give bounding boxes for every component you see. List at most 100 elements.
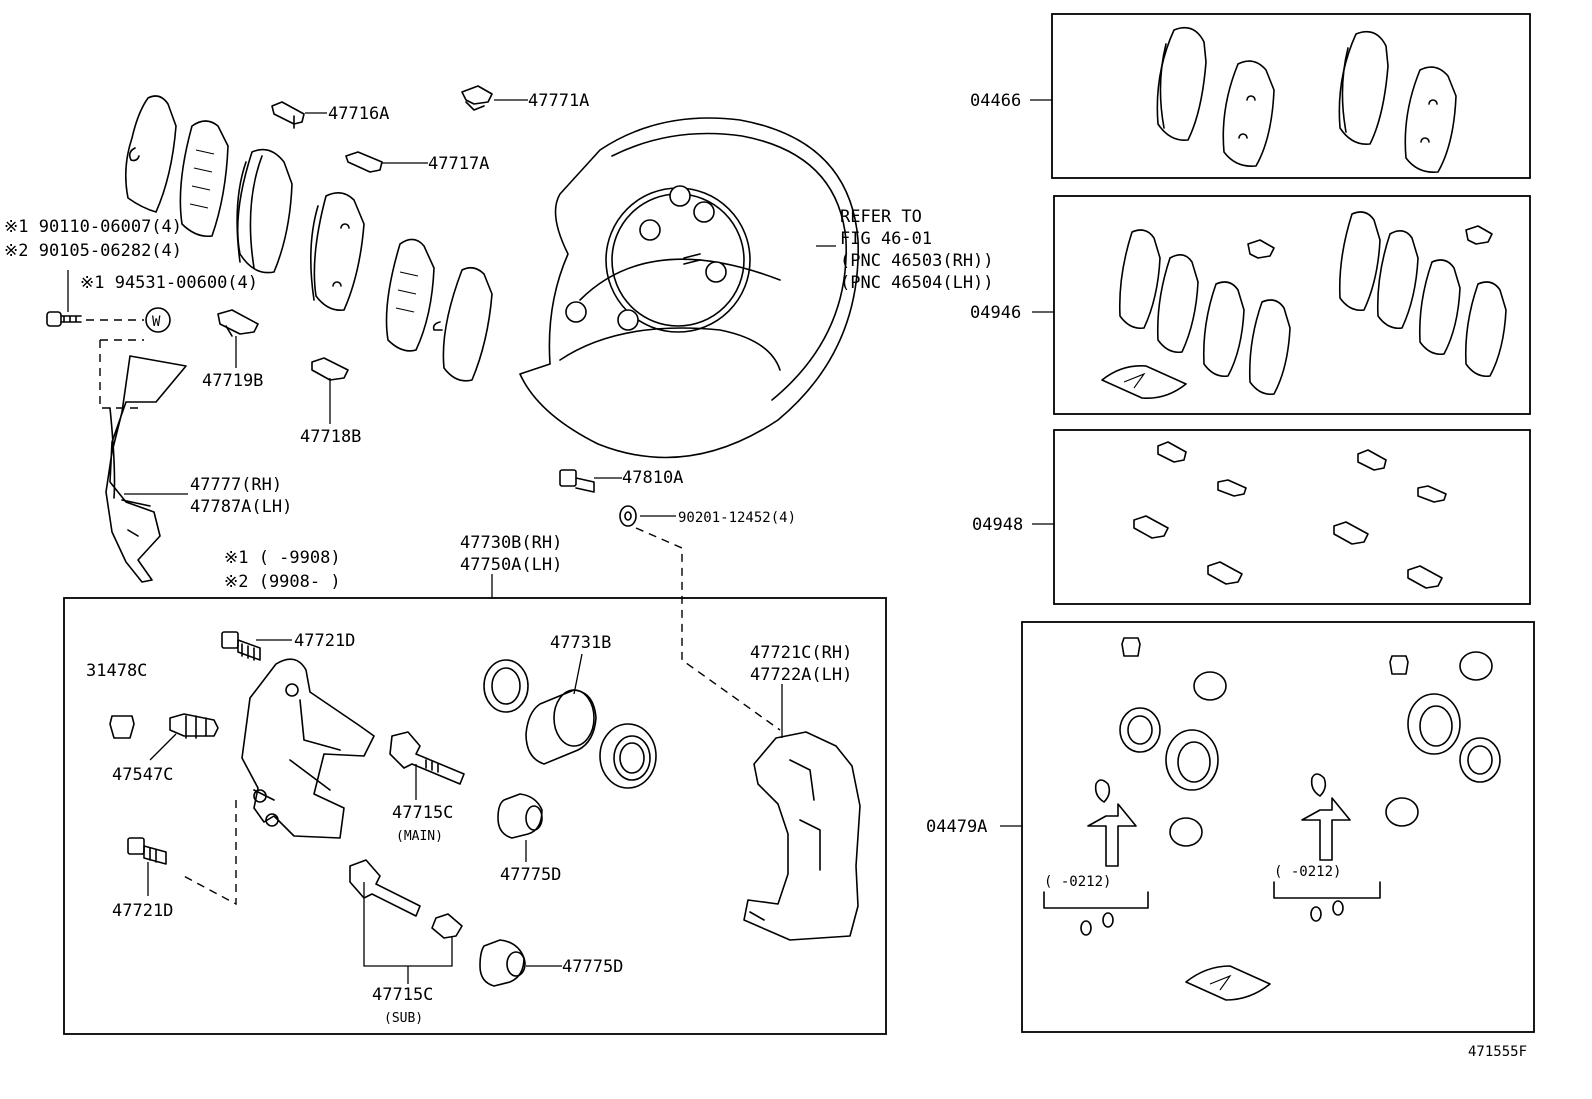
kit-04479A[interactable]: 04479A — [926, 817, 987, 837]
part-47810A[interactable]: 47810A — [622, 468, 683, 488]
refer-fig-46-01[interactable]: REFER TO FIG 46-01 (PNC 46503(RH)) (PNC … — [840, 207, 994, 293]
clip-47771A-illustration — [461, 85, 493, 111]
piston-seal-47731B-illustration — [483, 659, 529, 713]
part-47721C[interactable]: 47721C(RH) 47722A(LH) — [750, 643, 852, 685]
part-47731B-label: 47731B — [550, 633, 611, 653]
caliper-body-illustration — [241, 658, 375, 839]
bushing-47775D-b-illustration — [479, 939, 526, 987]
note-94531-text: ※1 94531-00600(4) — [80, 273, 258, 293]
part-47775D-a[interactable]: 47775D — [500, 865, 561, 885]
part-31478C[interactable]: 31478C — [86, 661, 147, 681]
part-47721D-bottom-label: 47721D — [112, 901, 173, 921]
part-47547C-label: 47547C — [112, 765, 173, 785]
note-90110-text: ※1 90110-06007(4) — [4, 217, 182, 237]
kit-04948-clips-illustration — [1133, 441, 1447, 589]
part-90201-label: 90201-12452(4) — [678, 510, 796, 526]
part-47787A-label: 47787A(LH) — [190, 497, 292, 517]
part-47718B[interactable]: 47718B — [300, 427, 361, 447]
kit-04466-box — [1051, 13, 1531, 179]
part-47730B[interactable]: 47730B(RH) 47750A(LH) — [460, 533, 562, 575]
part-47716A-label: 47716A — [328, 104, 389, 124]
part-47715C-sub-label: 47715C — [372, 985, 433, 1005]
kit-04946-label: 04946 — [970, 303, 1021, 323]
part-47715C-sub-note: (SUB) — [384, 1011, 423, 1026]
part-47721D-top[interactable]: 47721D — [294, 631, 355, 651]
note-90105-text: ※2 90105-06282(4) — [4, 241, 182, 261]
part-47810A-label: 47810A — [622, 468, 683, 488]
range-note-2: ※2 (9908- ) — [224, 572, 341, 592]
clip-47716A-illustration — [271, 101, 305, 129]
guide-pin-sub-47715C-illustration — [349, 859, 463, 939]
refer-line1: REFER TO — [840, 207, 922, 227]
kit-04479A-label: 04479A — [926, 817, 987, 837]
part-47547C[interactable]: 47547C — [112, 765, 173, 785]
part-31478C-label: 31478C — [86, 661, 147, 681]
part-47715C-main[interactable]: 47715C (MAIN) — [392, 803, 453, 844]
kit-04479A-seals-illustration — [1043, 637, 1501, 1001]
part-47721C-label: 47721C(RH) — [750, 643, 852, 663]
kit-04948-box — [1053, 429, 1531, 605]
part-47775D-b-label: 47775D — [562, 957, 623, 977]
guide-pin-main-47715C-illustration — [389, 731, 465, 785]
part-47721D-bottom[interactable]: 47721D — [112, 901, 173, 921]
part-47771A-label: 47771A — [528, 91, 589, 111]
part-47750A-label: 47750A(LH) — [460, 555, 562, 575]
kit-04466-label: 04466 — [970, 91, 1021, 111]
part-47775D-b[interactable]: 47775D — [562, 957, 623, 977]
brake-pad-set-illustration — [124, 95, 493, 382]
kit-04466-pads-illustration — [1156, 26, 1457, 174]
kit-04946-box — [1053, 195, 1531, 415]
part-47722A-label: 47722A(LH) — [750, 665, 852, 685]
caliper-assembly-box — [63, 597, 887, 1035]
kit-04948-label: 04948 — [972, 515, 1023, 535]
kit-range-a: ( -0212) — [1044, 874, 1111, 890]
kit-04479A-box — [1021, 621, 1535, 1033]
part-47715C-main-label: 47715C — [392, 803, 453, 823]
part-47721D-top-label: 47721D — [294, 631, 355, 651]
part-47719B-label: 47719B — [202, 371, 263, 391]
bolt-47721D-top-illustration — [221, 631, 261, 661]
part-47715C-sub[interactable]: 47715C (SUB) — [372, 985, 433, 1026]
bolt-with-washer-illustration — [46, 270, 171, 333]
part-47730B-label: 47730B(RH) — [460, 533, 562, 553]
part-47775D-a-label: 47775D — [500, 865, 561, 885]
piston-illustration — [525, 689, 597, 765]
part-47717A-label: 47717A — [428, 154, 489, 174]
caliper-support-illustration — [743, 731, 861, 941]
bleeder-plug-47810A-illustration — [559, 469, 595, 493]
refer-line3: (PNC 46503(RH)) — [840, 251, 994, 271]
note-94531[interactable]: ※1 94531-00600(4) — [80, 273, 258, 293]
bolt-47721D-bottom-illustration — [127, 837, 167, 865]
range-note-1: ※1 ( -9908) — [224, 548, 341, 568]
kit-04946[interactable]: 04946 — [970, 303, 1021, 323]
part-47718B-label: 47718B — [300, 427, 361, 447]
kit-04948[interactable]: 04948 — [972, 515, 1023, 535]
part-90201-12452[interactable]: 90201-12452(4) — [678, 510, 796, 526]
disc-brake-dust-cover-illustration — [519, 117, 859, 459]
bleeder-47547C-illustration — [169, 713, 219, 739]
kit-04946-pads-illustration — [1101, 211, 1507, 400]
caliper-cover-47777-illustration — [99, 339, 187, 583]
refer-line4: (PNC 46504(LH)) — [840, 273, 994, 293]
kit-range-b: ( -0212) — [1274, 864, 1341, 880]
part-47719B[interactable]: 47719B — [202, 371, 263, 391]
washer-w-symbol: W — [152, 314, 161, 330]
refer-line2: FIG 46-01 — [840, 229, 932, 249]
part-47716A[interactable]: 47716A — [328, 104, 389, 124]
part-47715C-main-note: (MAIN) — [396, 829, 443, 844]
part-47717A[interactable]: 47717A — [428, 154, 489, 174]
bushing-47775D-a-illustration — [497, 793, 543, 839]
part-47777[interactable]: 47777(RH) 47787A(LH) — [190, 475, 292, 517]
clip-47718B-illustration — [311, 357, 349, 381]
cylinder-boot-illustration — [599, 723, 657, 789]
kit-04466[interactable]: 04466 — [970, 91, 1021, 111]
note-90105[interactable]: ※2 90105-06282(4) — [4, 241, 182, 261]
clip-47719B-illustration — [217, 309, 259, 337]
part-47771A[interactable]: 47771A — [528, 91, 589, 111]
washer-90201-illustration — [619, 505, 637, 527]
note-90110[interactable]: ※1 90110-06007(4) — [4, 217, 182, 237]
part-47731B[interactable]: 47731B — [550, 633, 611, 653]
cap-31478C-illustration — [109, 715, 135, 739]
